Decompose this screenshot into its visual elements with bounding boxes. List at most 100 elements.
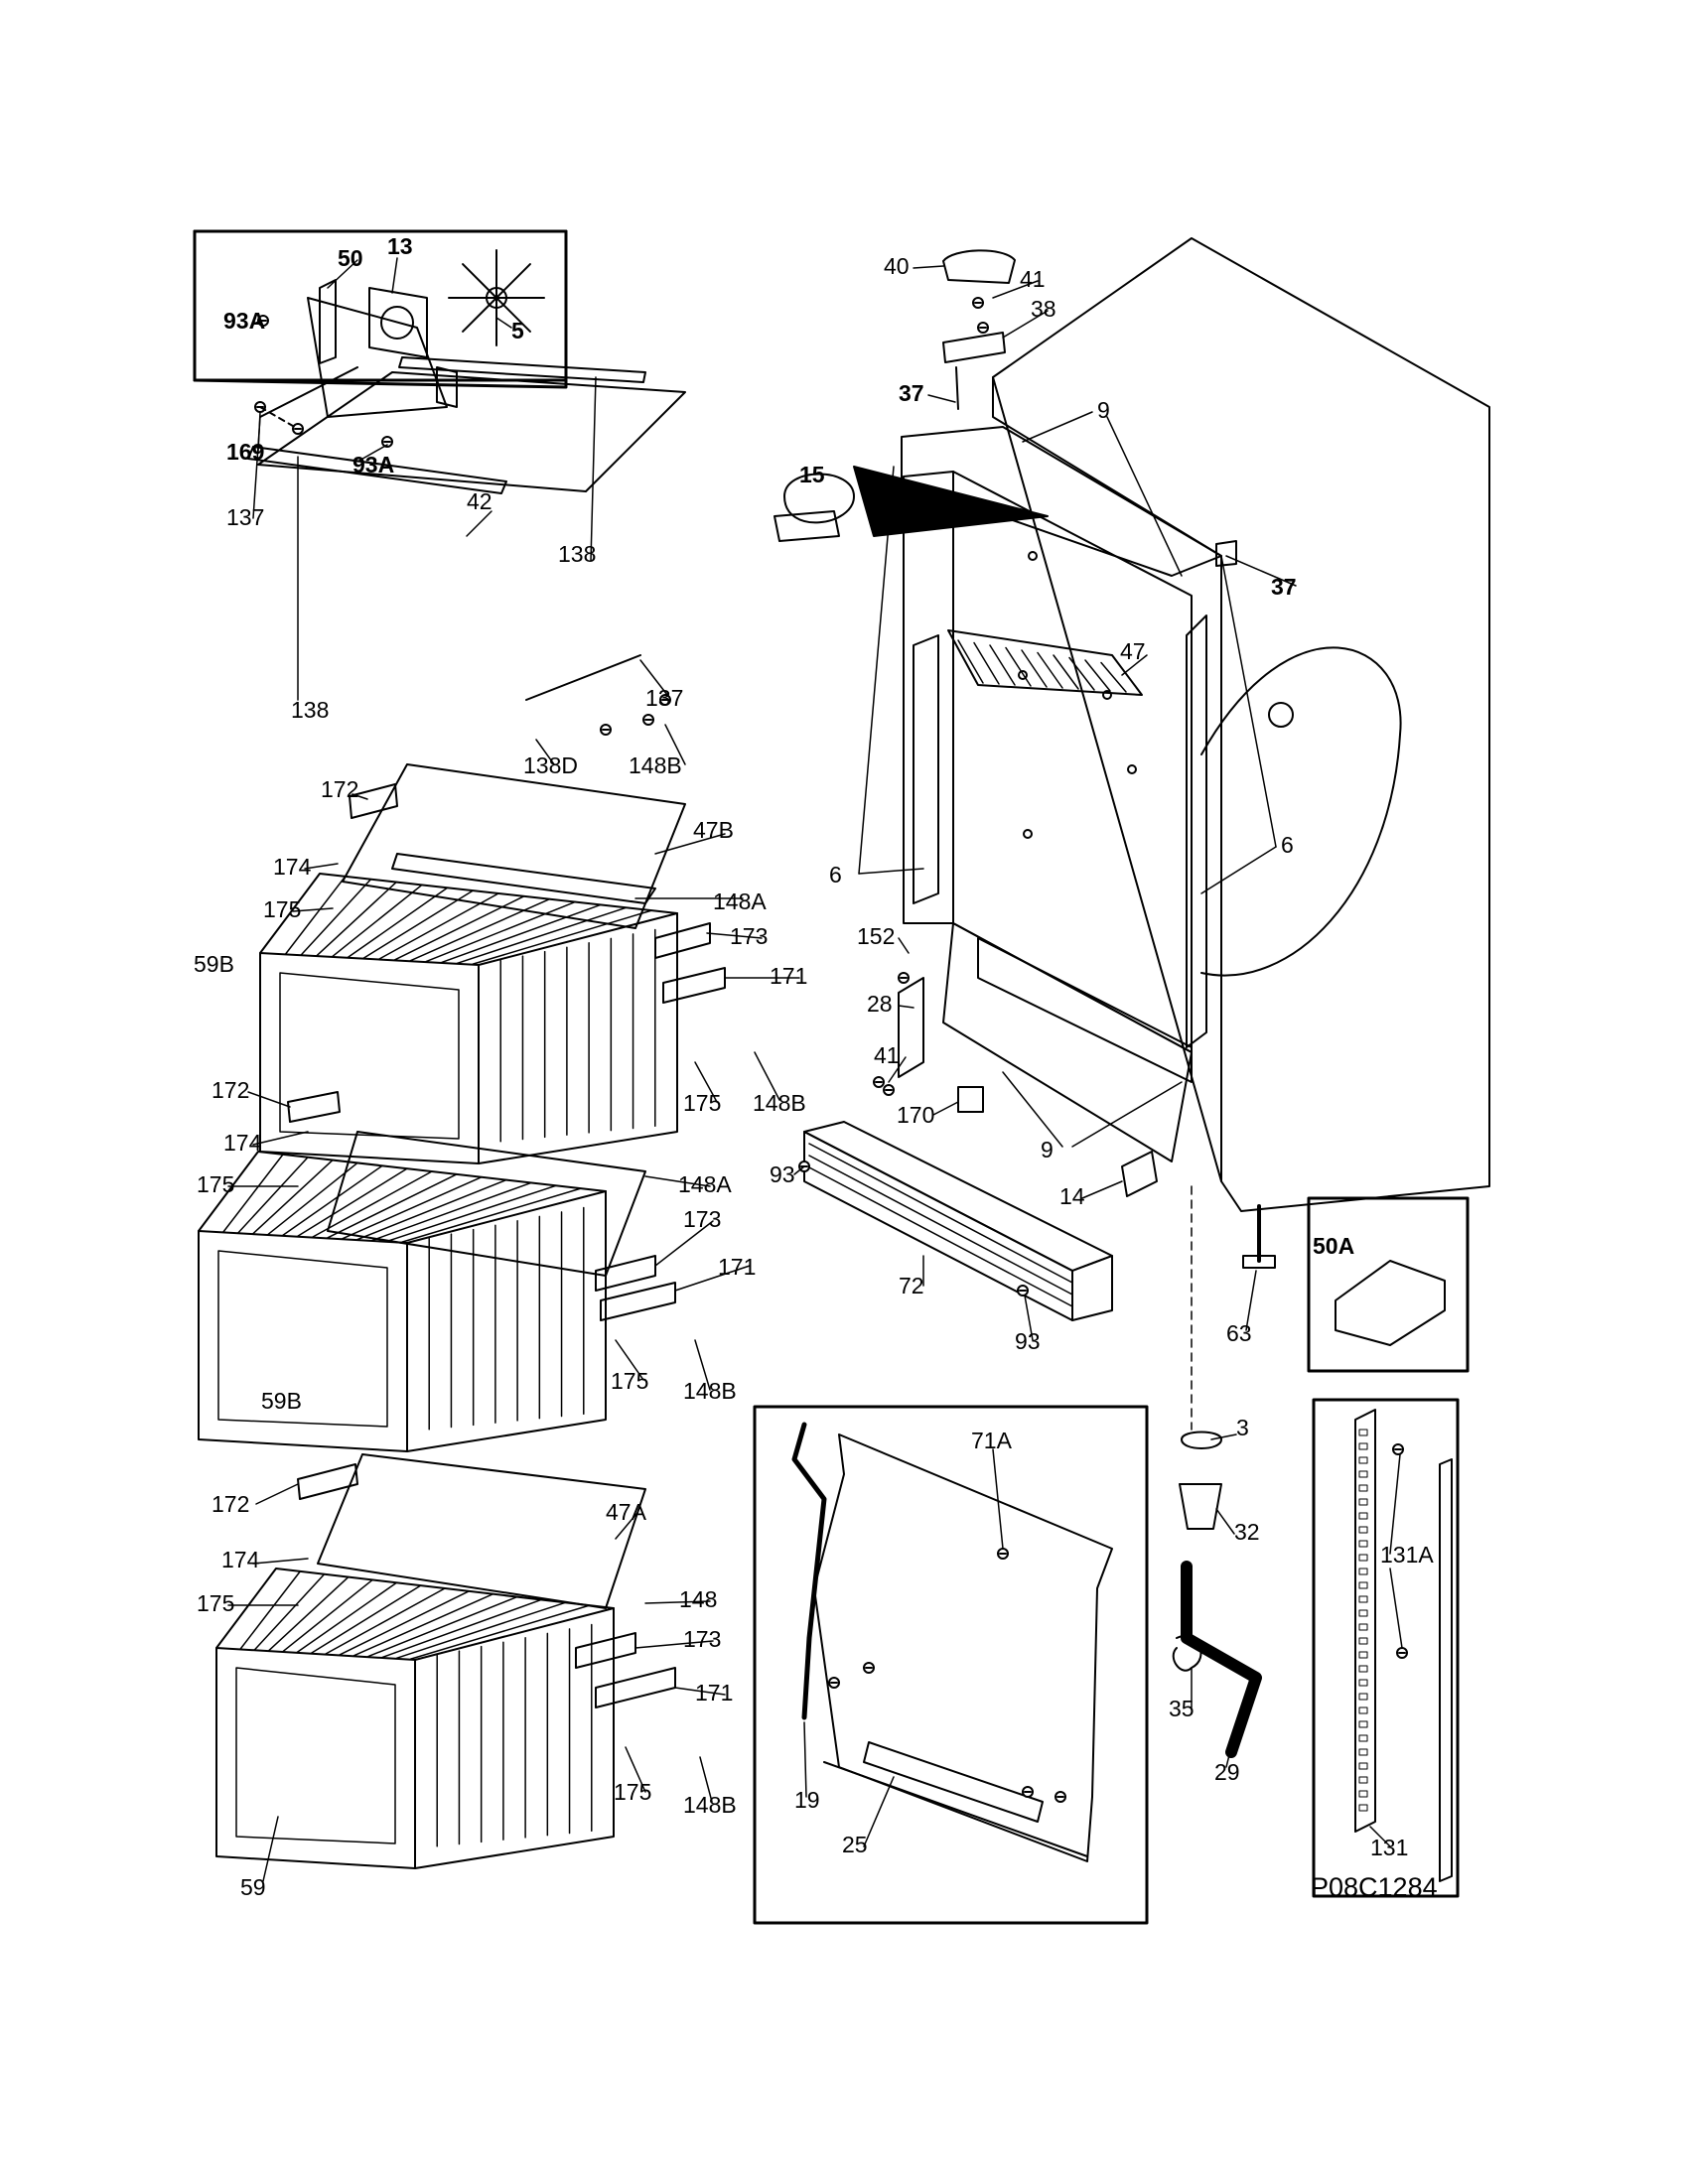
callout-mid-slide-right: 173 bbox=[683, 1206, 721, 1232]
callout-fan-screw-a-bottom: 93A bbox=[352, 452, 394, 478]
upper-basket-wire bbox=[393, 895, 525, 961]
cabinet-side-bulge bbox=[1200, 646, 1402, 977]
callout-shelf-screws: 148B bbox=[629, 752, 682, 778]
cabinet-hole bbox=[1028, 551, 1038, 561]
leader-line bbox=[992, 280, 1039, 299]
low-basket-side-rim bbox=[414, 1607, 615, 1869]
callout-low-pin: 175 bbox=[197, 1590, 234, 1616]
callout-low-slide-right: 173 bbox=[683, 1626, 721, 1652]
mid-slide-left bbox=[287, 1091, 341, 1123]
leader-line bbox=[495, 317, 512, 329]
shelf-standard-slot bbox=[1358, 1595, 1368, 1603]
fan-blade-vane bbox=[495, 297, 531, 333]
mid-basket-wire bbox=[282, 1164, 383, 1237]
cabinet-top-gasket bbox=[901, 426, 1222, 577]
callout-mid-screws: 148B bbox=[683, 1378, 737, 1404]
callout-fan-screw-a-top: 93A bbox=[223, 308, 265, 334]
leader-line bbox=[1081, 1180, 1123, 1199]
leader-line bbox=[1369, 1826, 1391, 1847]
upper-basket-cover bbox=[342, 763, 686, 929]
callout-upper-rail-right: 171 bbox=[770, 963, 807, 989]
callout-upper-basket: 59B bbox=[194, 951, 234, 977]
low-basket-wire bbox=[253, 1572, 326, 1651]
upper-basket-wire bbox=[425, 900, 576, 963]
leader-line bbox=[356, 444, 388, 463]
mid-basket-wire bbox=[237, 1156, 309, 1234]
mid-basket-wire bbox=[386, 1184, 557, 1243]
callout-upper-roller-top: 174 bbox=[273, 854, 312, 880]
callout-leveler: 63 bbox=[1226, 1320, 1252, 1346]
leader-line bbox=[352, 793, 368, 800]
mid-basket-side-rim bbox=[406, 1190, 607, 1452]
callout-switch: 170 bbox=[897, 1102, 934, 1128]
shelf-standard-slot bbox=[1358, 1568, 1368, 1575]
leader-line bbox=[1225, 555, 1297, 587]
mid-basket-wire bbox=[297, 1167, 408, 1237]
callout-low-basket: 59 bbox=[240, 1874, 266, 1900]
shelf-standard-slot bbox=[1358, 1734, 1368, 1742]
callout-glass-shelf: 42 bbox=[467, 488, 492, 514]
control-box-part bbox=[1335, 1260, 1446, 1346]
shelf-standard-slot bbox=[1358, 1790, 1368, 1798]
leader-line bbox=[654, 833, 726, 855]
air-duct-grille bbox=[947, 629, 1143, 696]
callout-low-slide: 172 bbox=[211, 1491, 249, 1517]
leader-line bbox=[391, 257, 398, 294]
hinge-pin-left bbox=[955, 366, 959, 410]
leader-line bbox=[858, 466, 895, 875]
callout-shelf-trim-back: 138 bbox=[558, 541, 596, 567]
callout-gaskets-top: 9 bbox=[1097, 397, 1110, 423]
leader-line bbox=[913, 265, 944, 269]
shelf-standard-slot bbox=[1358, 1540, 1368, 1548]
leader-line bbox=[1106, 416, 1183, 577]
leader-line bbox=[1210, 1433, 1237, 1440]
callout-bottom-hinge: 28 bbox=[867, 991, 893, 1017]
low-basket-wire bbox=[282, 1578, 373, 1653]
low-basket-wire bbox=[325, 1587, 446, 1655]
air-duct-slat bbox=[1037, 651, 1063, 689]
callout-shelf-standard-screws: 131A bbox=[1380, 1542, 1434, 1568]
cabinet-interior-back bbox=[952, 471, 1193, 1053]
mid-basket-wire bbox=[401, 1187, 582, 1243]
shelf-support-right bbox=[525, 654, 641, 701]
leader-line bbox=[1389, 1568, 1403, 1649]
callout-toe-grille: 72 bbox=[899, 1273, 924, 1298]
mid-basket-wire bbox=[252, 1159, 334, 1235]
callout-shelf-trim-d: 138D bbox=[523, 752, 578, 778]
low-rail-right bbox=[595, 1667, 676, 1708]
leader-line bbox=[1121, 654, 1148, 676]
upper-basket-wire bbox=[472, 909, 653, 965]
callout-grille-screw-left: 93 bbox=[770, 1161, 795, 1187]
callout-air-duct: 47 bbox=[1120, 638, 1146, 664]
shelf-standard-slot bbox=[1358, 1470, 1368, 1478]
evap-cover-slot bbox=[863, 1741, 1044, 1823]
shelf-standard-slot bbox=[1358, 1748, 1368, 1756]
shelf-standard-slot bbox=[1358, 1720, 1368, 1728]
upper-basket-wire bbox=[300, 878, 372, 956]
door-stop-callout-circle bbox=[783, 473, 855, 524]
callout-cam: 14 bbox=[1059, 1183, 1085, 1209]
low-basket-wire bbox=[239, 1570, 302, 1650]
shelf-standard-slot bbox=[1358, 1526, 1368, 1534]
shelf-standard-right bbox=[1439, 1458, 1453, 1882]
callout-upper-slide-top: 172 bbox=[321, 776, 358, 802]
callout-pin-152: 152 bbox=[857, 923, 895, 949]
upper-basket-wire bbox=[378, 892, 499, 960]
leader-line bbox=[694, 1339, 711, 1391]
shelf-standard-slot bbox=[1358, 1623, 1368, 1631]
fan-blade-vane bbox=[462, 263, 497, 299]
shelf-standard-slot bbox=[1358, 1498, 1368, 1506]
leader-line bbox=[654, 1220, 714, 1267]
glass-shelf bbox=[257, 371, 686, 492]
toe-grille-slat bbox=[808, 1166, 1073, 1307]
mid-basket-wire bbox=[356, 1178, 507, 1241]
low-basket-wire bbox=[381, 1598, 542, 1659]
callout-evap-strip: 19 bbox=[794, 1787, 820, 1813]
leader-line bbox=[858, 868, 924, 875]
door-stop-part bbox=[774, 510, 840, 542]
low-basket-wire bbox=[395, 1601, 567, 1660]
callout-clamp: 35 bbox=[1169, 1696, 1195, 1721]
mid-basket-wire bbox=[327, 1173, 458, 1239]
cabinet-hole bbox=[1018, 670, 1028, 680]
